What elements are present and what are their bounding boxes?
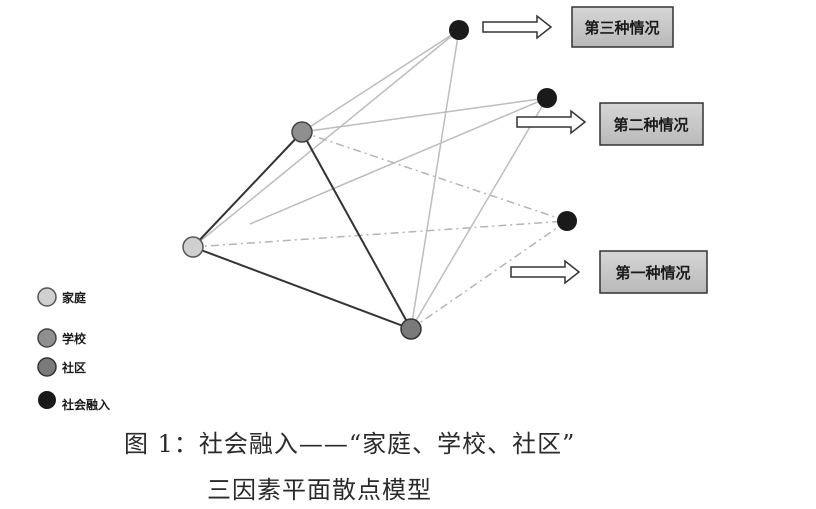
integration-node-1	[557, 211, 577, 231]
school-node	[291, 121, 313, 143]
integration-node-2	[537, 88, 557, 108]
edge-school-integration2	[301, 97, 548, 133]
edge-school-integration3	[301, 29, 460, 133]
edge-community-integration2	[410, 97, 548, 330]
edge-family-integration3	[192, 29, 460, 248]
figure-caption-line-2: 三因素平面散点模型	[207, 476, 432, 504]
community-node	[400, 318, 422, 340]
arrow-right-icon	[482, 14, 553, 40]
edge-family-school	[192, 131, 303, 248]
edge-family-community	[192, 246, 412, 330]
edge-school-integration1	[301, 131, 568, 222]
figure-caption-line-1: 图 1：社会融入——“家庭、学校、社区”	[124, 430, 576, 458]
scenario-3-label: 第三种情况	[584, 19, 659, 37]
arrow-right-icon	[516, 109, 587, 135]
scenario-box-3: 第三种情况	[571, 6, 674, 48]
edge-community-integration1	[410, 220, 568, 330]
edge-family-integration1	[192, 220, 568, 248]
legend-school-label: 学校	[62, 331, 87, 346]
edge-mid-integration2	[249, 97, 548, 225]
scenario-box-1: 第一种情况	[599, 250, 708, 294]
legend: 家庭 学校 社区 社会融入	[37, 287, 110, 412]
edge-community-integration3	[410, 29, 460, 330]
legend-family-label: 家庭	[62, 290, 86, 305]
scenario-2-label: 第二种情况	[613, 116, 688, 134]
legend-school-marker	[37, 328, 57, 348]
family-node	[182, 236, 204, 258]
edge-school-community	[301, 131, 412, 330]
legend-integration-marker	[38, 391, 56, 409]
arrow-right-icon	[510, 259, 581, 285]
scatter-model-diagram: 第三种情况 第二种情况 第一种情况 家庭 学校 社区 社会融入	[37, 6, 708, 412]
scenario-1-label: 第一种情况	[615, 264, 690, 282]
legend-community-marker	[37, 357, 57, 377]
scenario-box-2: 第二种情况	[599, 102, 704, 146]
legend-family-marker	[37, 287, 57, 307]
integration-node-3	[449, 20, 469, 40]
legend-integration-label: 社会融入	[61, 397, 110, 412]
legend-community-label: 社区	[61, 360, 86, 375]
